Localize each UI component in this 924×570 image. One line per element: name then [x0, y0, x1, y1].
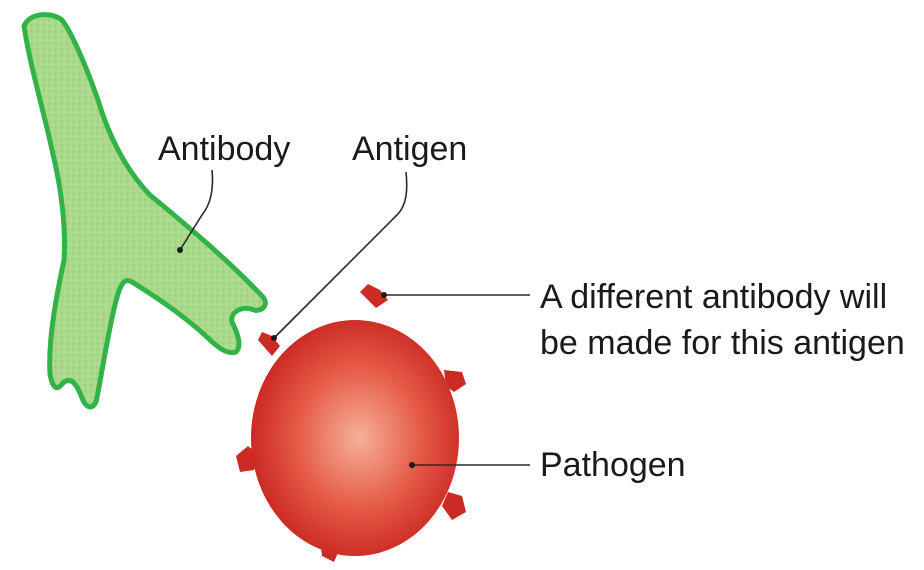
different-antibody-label-line2: be made for this antigen: [540, 324, 905, 362]
pathogen-label: Pathogen: [540, 446, 686, 484]
antibody-label: Antibody: [158, 130, 290, 168]
different-antibody-label-line1: A different antibody will: [540, 278, 887, 316]
antibody-shape: [24, 15, 265, 407]
antigen-label: Antigen: [352, 130, 467, 168]
pathogen-leader-dot: [409, 462, 415, 468]
antigen-leader: [274, 172, 407, 338]
pathogen-body: [251, 320, 459, 556]
antigen-leader-dot: [271, 335, 277, 341]
antibody: [24, 15, 265, 407]
pathogen: [236, 284, 466, 562]
different-antibody-leader-dot: [381, 292, 387, 298]
antibody-leader-dot: [177, 247, 183, 253]
antigen-bump: [442, 492, 466, 520]
